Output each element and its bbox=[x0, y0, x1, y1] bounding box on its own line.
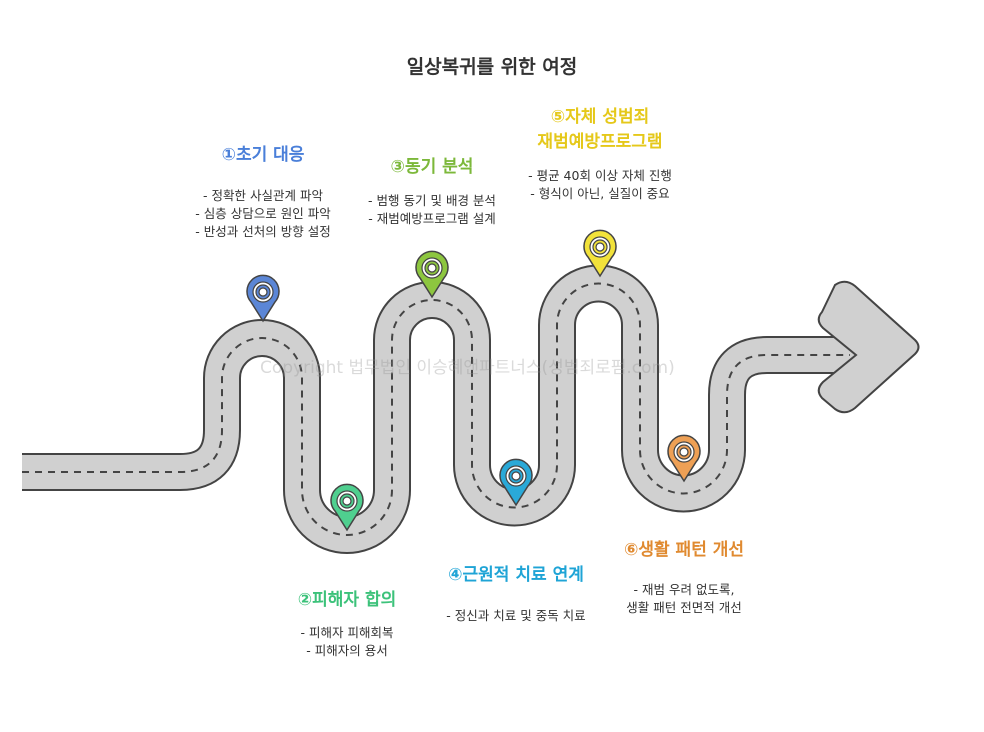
step-heading: ①초기 대응 bbox=[221, 145, 305, 165]
map-pin-icon-step-6 bbox=[667, 434, 701, 483]
step-3: ③동기 분석 - 범행 동기 및 배경 분석 - 재범예방프로그램 설계 bbox=[368, 155, 496, 228]
step-bullet: - 심층 상담으로 원인 파악 bbox=[195, 206, 331, 221]
step-5: ⑤자체 성범죄 재범예방프로그램 - 평균 40회 이상 자체 진행 - 형식이… bbox=[528, 105, 672, 203]
step-bullet: - 정확한 사실관계 파악 bbox=[203, 188, 323, 203]
road-path bbox=[22, 264, 920, 554]
arrow-head bbox=[817, 280, 920, 414]
step-1: ①초기 대응 - 정확한 사실관계 파악 - 심층 상담으로 원인 파악 - 반… bbox=[195, 143, 330, 241]
map-pin-icon-step-4 bbox=[499, 458, 533, 507]
step-bullet: 생활 패턴 전면적 개선 bbox=[626, 600, 742, 615]
step-heading: ④근원적 치료 연계 bbox=[448, 565, 584, 585]
step-bullet: - 반성과 선처의 방향 설정 bbox=[195, 224, 331, 239]
step-2: ②피해자 합의 - 피해자 피해회복 - 피해자의 용서 bbox=[298, 588, 397, 660]
step-bullet: - 재범예방프로그램 설계 bbox=[368, 211, 496, 226]
step-bullet: - 정신과 치료 및 중독 치료 bbox=[446, 608, 586, 623]
map-pin-icon-step-5 bbox=[583, 229, 617, 278]
step-4: ④근원적 치료 연계 - 정신과 치료 및 중독 치료 bbox=[446, 563, 585, 625]
diagram-title: 일상복귀를 위한 여정 bbox=[406, 56, 578, 78]
step-bullet: - 피해자 피해회복 bbox=[300, 625, 394, 640]
step-bullet: - 범행 동기 및 배경 분석 bbox=[368, 193, 496, 208]
step-bullet: - 형식이 아닌, 실질이 중요 bbox=[530, 186, 670, 201]
step-bullet: - 피해자의 용서 bbox=[306, 643, 388, 658]
step-heading-line1: ⑤자체 성범죄 bbox=[550, 107, 650, 127]
step-bullet: - 재범 우려 없도록, bbox=[633, 582, 735, 597]
map-pin-icon-step-3 bbox=[415, 250, 449, 299]
step-bullet: - 평균 40회 이상 자체 진행 bbox=[528, 168, 672, 183]
step-heading: ③동기 분석 bbox=[390, 157, 474, 177]
map-pin-icon-step-2 bbox=[330, 483, 364, 532]
step-heading-line2: 재범예방프로그램 bbox=[537, 132, 663, 152]
map-pin-icon-step-1 bbox=[246, 274, 280, 323]
watermark: Copyright 법무법인 이승혜앤파트너스(성범죄로펌.com) bbox=[260, 358, 675, 378]
step-heading: ⑥생활 패턴 개선 bbox=[623, 540, 745, 560]
step-6: ⑥생활 패턴 개선 - 재범 우려 없도록, 생활 패턴 전면적 개선 bbox=[624, 538, 744, 617]
step-heading: ②피해자 합의 bbox=[297, 590, 397, 610]
